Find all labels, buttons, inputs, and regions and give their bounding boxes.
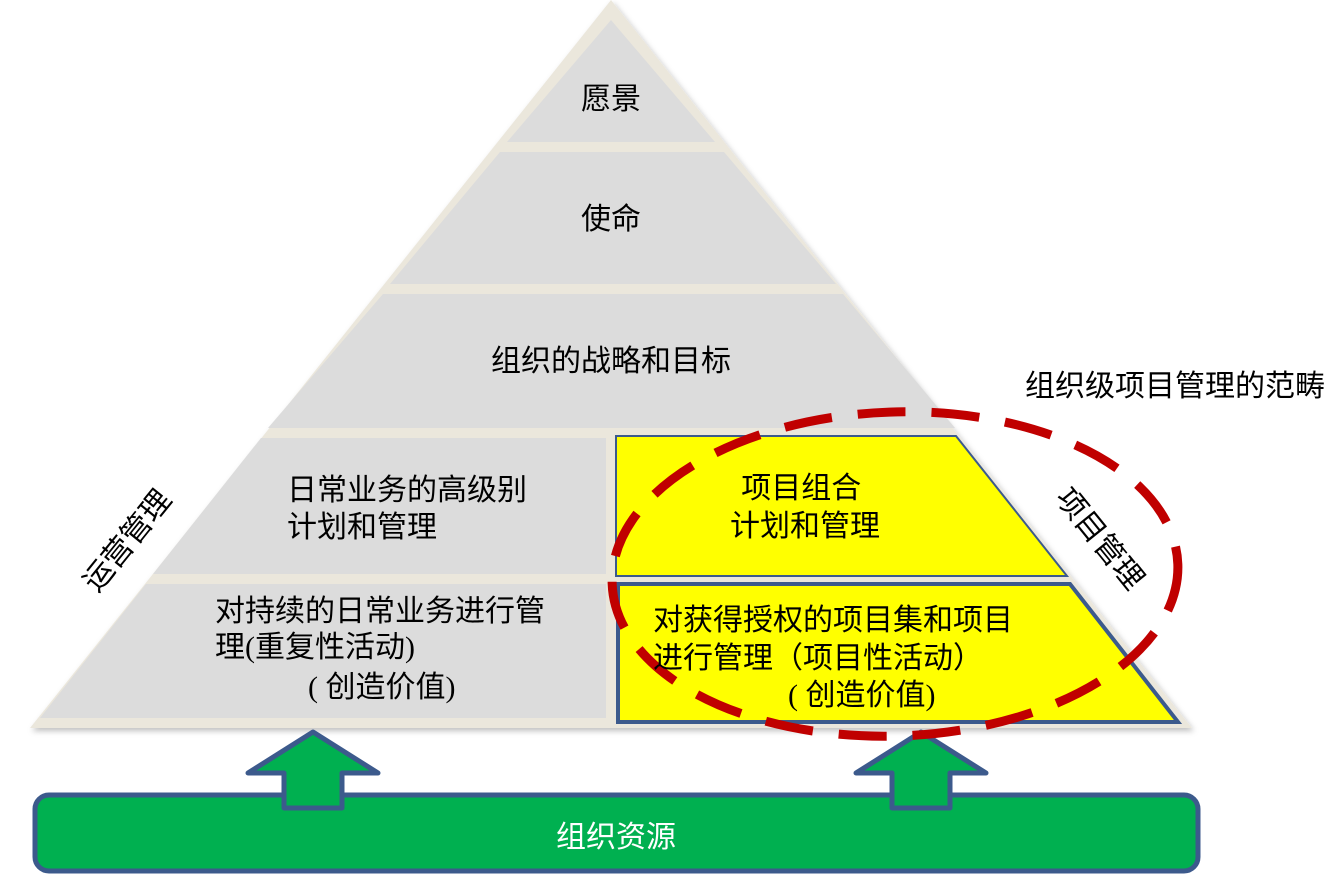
arrow-up-left bbox=[245, 729, 381, 811]
tier-mission bbox=[390, 152, 836, 284]
ops-planning-line-1: 日常业务的高级别 bbox=[287, 474, 527, 507]
foundation-label: 组织资源 bbox=[556, 821, 676, 854]
scope-caption: 组织级项目管理的范畴 bbox=[1025, 370, 1325, 403]
ops-management-line-2: 理(重复性活动) bbox=[215, 631, 415, 664]
tier-vision bbox=[507, 20, 715, 142]
project-management-line-2: 进行管理（项目性活动） bbox=[653, 642, 983, 675]
project-management-line-1: 对获得授权的项目集和项目 bbox=[653, 604, 1013, 637]
mission-label: 使命 bbox=[581, 203, 641, 236]
scope-dashed-ellipse bbox=[607, 407, 1183, 741]
vision-label: 愿景 bbox=[581, 83, 641, 116]
ops-management-label: 对持续的日常业务进行管 理(重复性活动) ( 创造价值) bbox=[215, 595, 553, 704]
tier-ops-management bbox=[40, 584, 606, 718]
tier-portfolio bbox=[615, 435, 1070, 577]
ops-planning-line-2: 计划和管理 bbox=[287, 511, 437, 544]
project-management-label: 对获得授权的项目集和项目 进行管理（项目性活动） ( 创造价值) bbox=[653, 604, 1021, 712]
ops-management-line-1: 对持续的日常业务进行管 bbox=[215, 595, 545, 628]
tier-ops-planning bbox=[153, 438, 606, 574]
portfolio-line-1: 项目组合 bbox=[741, 472, 861, 505]
tier-strategy bbox=[268, 294, 955, 428]
tier-project-management bbox=[616, 582, 1183, 724]
strategy-label: 组织的战略和目标 bbox=[491, 345, 731, 378]
project-management-line-3: ( 创造价值) bbox=[788, 679, 935, 712]
ops-management-line-3: ( 创造价值) bbox=[308, 671, 455, 704]
arrow-up-right bbox=[853, 729, 989, 811]
portfolio-line-2: 计划和管理 bbox=[730, 510, 880, 543]
portfolio-label: 项目组合 计划和管理 bbox=[730, 472, 880, 543]
foundation-bar bbox=[32, 792, 1201, 874]
ops-planning-label: 日常业务的高级别 计划和管理 bbox=[287, 474, 535, 544]
